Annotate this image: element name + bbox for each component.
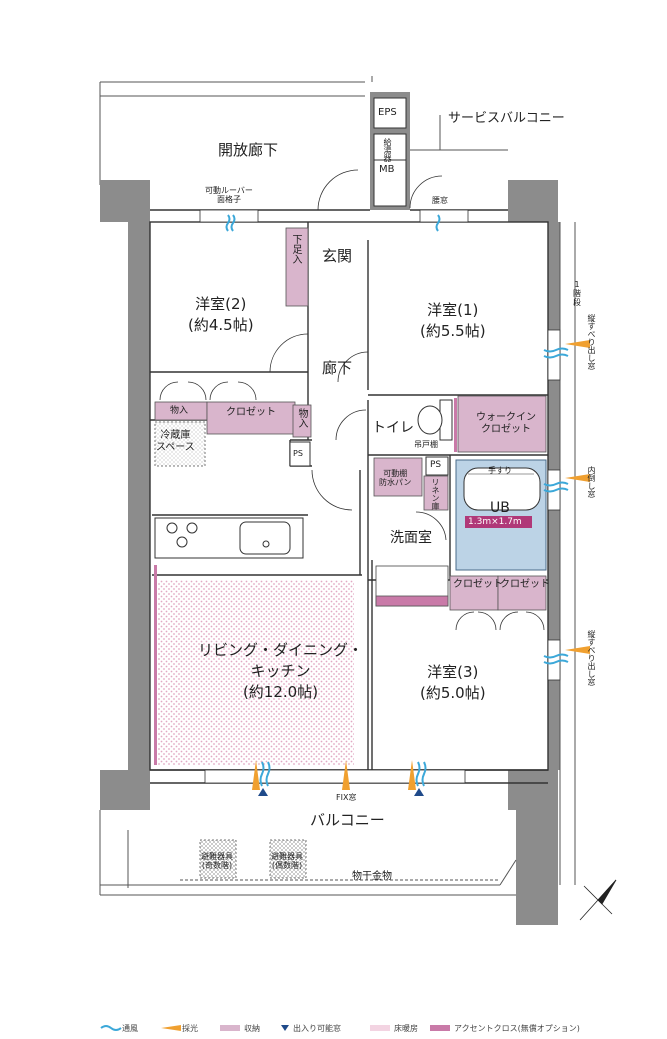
hallway-label: 廊下 (322, 359, 353, 377)
legend-ventilation-label: 通風 (122, 1023, 138, 1033)
storage-areas (154, 227, 547, 611)
toilet-label: トイレ (372, 420, 414, 436)
ps-a-label: PS (293, 449, 303, 458)
compass-icon (579, 879, 617, 921)
evac-odd-label: 避難器具 (奇数階) (201, 852, 233, 870)
storage-swatch-icon (220, 1025, 240, 1031)
fix-window-label: FIX窓 (336, 793, 357, 802)
lighting-swatch-icon (161, 1025, 181, 1031)
western-room-3-label: 洋室(3) (約5.0帖) (420, 663, 486, 702)
legend-floor-heating: 床暖房 (370, 1021, 418, 1035)
legend-lighting-label: 採光 (182, 1023, 198, 1033)
legend-accent-cross-label: アクセントクロス(無償オプション) (454, 1023, 580, 1033)
open-corridor-lines (99, 76, 373, 185)
fridge-space (154, 421, 449, 476)
legend-exit-window-label: 出入り可能窓 (293, 1023, 341, 1033)
ventilation-swatch-icon (100, 1025, 122, 1031)
western-room-1-label: 洋室(1) (約5.5帖) (420, 301, 486, 340)
accent-cross-lines (154, 398, 457, 765)
closet-c-label: クロゼット (500, 579, 550, 590)
fridge-space-label: 冷蔵庫 スペース (156, 430, 195, 453)
movable-shelf-label: 可動棚 防水パン (379, 469, 412, 487)
walkin-closet-label: ウォークイン クロゼット (476, 412, 536, 435)
evac-even-label: 避難器具 (偶数階) (271, 852, 303, 870)
unit-bath (455, 459, 547, 571)
legend-accent-cross: アクセントクロス(無償オプション) (430, 1021, 580, 1035)
closet-b-label: クロゼット (453, 579, 503, 590)
exit-window-markers (258, 788, 424, 796)
unit-bath-size-label: 1.3m×1.7m (468, 517, 522, 527)
ventilation-marks (225, 214, 569, 787)
legend-ventilation: 通風 (100, 1021, 138, 1035)
stairs-label: 1 階 段 (573, 280, 581, 307)
washroom-label: 洗面室 (390, 530, 432, 546)
kitchen-counter (154, 517, 304, 559)
service-balcony-label: サービスバルコニー (448, 111, 565, 126)
legend-storage: 収納 (220, 1021, 260, 1035)
ldk-label: リビング・ダイニング・ キッチン (約12.0帖) (198, 641, 364, 701)
eps-mb (373, 97, 407, 207)
exit-window-swatch-icon (281, 1025, 289, 1031)
drying-hardware-label: 物干金物 (352, 871, 392, 882)
eps-label: EPS (378, 107, 397, 118)
linen-label: リネン庫 (431, 478, 440, 510)
floor-heating-area (158, 580, 354, 765)
legend-floor-heating-label: 床暖房 (394, 1023, 418, 1033)
unit-bath-label: UB (490, 500, 510, 516)
entrance-label: 玄関 (322, 247, 353, 265)
legend-exit-window: 出入り可能窓 (280, 1021, 341, 1035)
evacuation-devices (199, 839, 307, 879)
water-heater-label: 給湯器 (383, 138, 392, 162)
western-room-2-label: 洋室(2) (約4.5帖) (188, 295, 254, 334)
inward-window-label: 内倒し窓 (587, 466, 596, 498)
door-swings (159, 169, 545, 631)
lighting-marks (252, 340, 590, 790)
legend-storage-label: 収納 (244, 1023, 260, 1033)
open-corridor-label: 開放廊下 (218, 141, 279, 159)
hanging-shelf-label: 吊戸棚 (414, 440, 438, 449)
floor-heating-swatch-icon (370, 1025, 390, 1031)
legend: 通風 採光 収納 出入り可能窓 床暖房 アクセントクロス(無償オプション) (90, 1021, 650, 1035)
louver-label: 可動ルーバー 面格子 (205, 186, 253, 204)
storage-b-label: 物入 (296, 408, 307, 428)
shoe-box-label: 下足入 (290, 234, 301, 264)
balcony-label: バルコニー (310, 811, 385, 829)
accent-swatch-icon (430, 1025, 450, 1031)
mb-label: MB (379, 164, 395, 175)
legend-lighting: 採光 (160, 1021, 198, 1035)
slide-window-b-label: 縦すべり出し窓 (587, 630, 596, 686)
closet-a-label: クロゼット (226, 407, 276, 418)
storage-a-label: 物入 (170, 406, 189, 416)
toilet-fixture (417, 399, 453, 441)
slide-window-a-label: 縦すべり出し窓 (587, 314, 596, 370)
window-waist-label: 腰窓 (432, 196, 448, 205)
handrail-label: 手すり (488, 466, 512, 475)
ps-b-label: PS (430, 460, 442, 470)
